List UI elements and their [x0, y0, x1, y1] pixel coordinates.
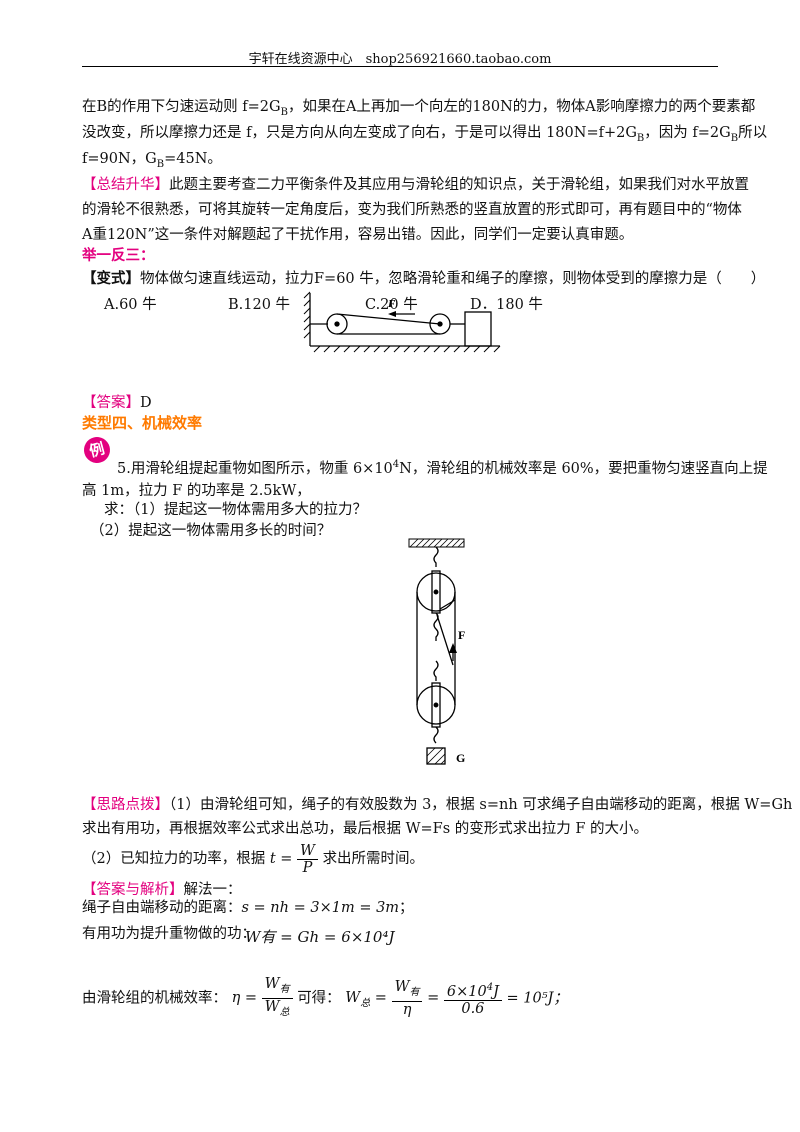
section-heading: 类型四、机械效率 — [82, 414, 203, 432]
question-1: 求：（1）提起这一物体需用多大的拉力？ — [104, 502, 367, 518]
vertical-pulley-figure: F G — [408, 538, 465, 765]
horizontal-pulley-figure: F — [303, 291, 501, 353]
option-c: C.20 牛 — [365, 297, 418, 313]
hint-line: 求出有用功，再根据效率公式求出总功，最后根据 W=Fs 的变形式求出拉力 F 的… — [82, 821, 649, 837]
text-line: 在B的作用下匀速运动则 f=2GB，如果在A上再加一个向左的180N的力，物体A… — [82, 99, 756, 118]
hint-line: 【思路点拨】（1）由滑轮组可知，绳子的有效股数为 3，根据 s=nh 可求绳子自… — [82, 797, 793, 813]
useful-work-formula: W有 = Gh = 6×10⁴J — [245, 928, 395, 946]
page-header: 宇轩在线资源中心 shop256921660.taobao.com — [248, 52, 552, 67]
option-b: B.120 牛 — [228, 297, 291, 313]
juyi-heading: 举一反三： — [82, 247, 155, 264]
example-badge: 例 — [81, 434, 113, 466]
distance-formula: s = nh = 3×1m = 3m — [241, 900, 400, 916]
summary-line: A重120N”这一条件对解题起了干扰作用，容易出错。因此，同学们一定要认真审题。 — [82, 227, 634, 243]
option-d: D．180 牛 — [470, 297, 543, 313]
option-a: A.60 牛 — [104, 297, 157, 313]
solution-line: 有用功为提升重物做的功： — [82, 926, 256, 942]
example-line: 高 1m，拉力 F 的功率是 2.5kW， — [82, 483, 311, 499]
example-line: 5.用滑轮组提起重物如图所示，物重 6×104N，滑轮组的机械效率是 60%，要… — [117, 459, 768, 477]
variant-question: 【变式】物体做匀速直线运动，拉力F=60 牛，忽略滑轮重和绳子的摩擦，则物体受到… — [82, 270, 766, 287]
solution-line: 绳子自由端移动的距离：s = nh = 3×1m = 3m； — [82, 900, 414, 916]
force-label: F — [387, 298, 396, 310]
weight-label: G — [456, 751, 465, 765]
text-line: 没改变，所以摩擦力还是 f，只是方向从向左变成了向右，于是可以得出 180N=f… — [82, 125, 768, 144]
summary-line: 【总结升华】此题主要考查二力平衡条件及其应用与滑轮组的知识点，关于滑轮组，如果我… — [82, 177, 749, 193]
solution-line: 【答案与解析】解法一： — [82, 882, 242, 898]
answer-line: 【答案】D — [82, 395, 152, 411]
question-2: （2）提起这一物体需用多长的时间？ — [90, 523, 332, 539]
summary-line: 的滑轮不很熟悉，可将其旋转一定角度后，变为我们所熟悉的竖直放置的形式即可，再有题… — [82, 202, 742, 218]
summary-tag: 【总结升华】 — [82, 177, 169, 193]
header-rule — [82, 66, 718, 67]
force-label: F — [458, 628, 465, 642]
text-line: f=90N，GB=45N。 — [82, 151, 222, 170]
